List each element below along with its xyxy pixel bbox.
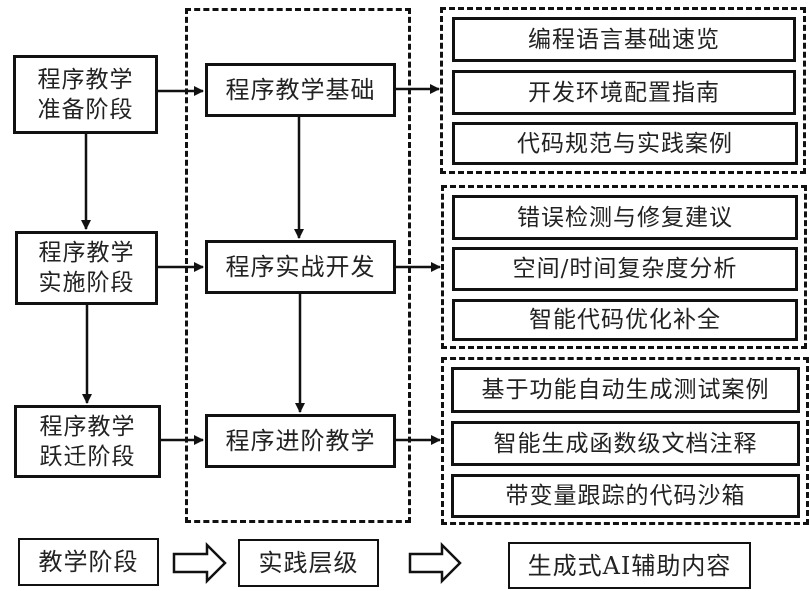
level-basic-label: 程序教学基础 (225, 76, 376, 104)
legend-arrow-2 (408, 541, 462, 585)
stage-impl-label: 程序教学 实施阶段 (38, 240, 135, 296)
levels-container (185, 8, 411, 523)
legend-ai-label: 生成式AI辅助内容 (527, 551, 732, 580)
ai-item: 基于功能自动生成测试案例 (451, 367, 800, 413)
ai-item: 智能代码优化补全 (452, 299, 798, 341)
legend-level-label: 实践层级 (258, 549, 359, 577)
stage-leap: 程序教学 跃迁阶段 (14, 405, 161, 478)
ai-group-2-container (441, 185, 807, 349)
ai-item-label: 错误检测与修复建议 (517, 204, 733, 231)
ai-group-3-container (441, 357, 809, 525)
level-advanced: 程序进阶教学 (205, 414, 396, 468)
legend-stage: 教学阶段 (18, 538, 159, 586)
ai-item-label: 编程语言基础速览 (528, 26, 720, 53)
ai-item: 空间/时间复杂度分析 (452, 247, 798, 291)
level-advanced-label: 程序进阶教学 (225, 427, 376, 455)
ai-item-label: 智能生成函数级文档注释 (493, 430, 758, 457)
legend-stage-label: 教学阶段 (38, 548, 139, 576)
stage-leap-label: 程序教学 跃迁阶段 (39, 413, 136, 470)
ai-item-label: 智能代码优化补全 (529, 307, 721, 333)
level-practice: 程序实战开发 (205, 240, 396, 294)
ai-item-label: 代码规范与实践案例 (517, 130, 733, 157)
legend-arrow-1 (172, 541, 227, 585)
level-practice-label: 程序实战开发 (225, 253, 376, 281)
stage-prep-label: 程序教学 准备阶段 (37, 66, 134, 123)
level-basic: 程序教学基础 (205, 63, 396, 117)
legend-level: 实践层级 (238, 539, 379, 587)
ai-item-label: 基于功能自动生成测试案例 (481, 377, 770, 403)
stage-impl: 程序教学 实施阶段 (15, 231, 158, 305)
ai-group-1-container (440, 7, 806, 174)
legend-ai: 生成式AI辅助内容 (508, 542, 751, 589)
ai-item-label: 开发环境配置指南 (528, 79, 720, 106)
ai-item: 带变量跟踪的代码沙箱 (451, 474, 800, 518)
ai-item: 代码规范与实践案例 (452, 122, 798, 165)
ai-item: 智能生成函数级文档注释 (451, 421, 800, 466)
stage-prep: 程序教学 准备阶段 (13, 55, 158, 134)
ai-item: 错误检测与修复建议 (452, 195, 798, 240)
ai-item: 开发环境配置指南 (452, 70, 796, 115)
ai-item: 编程语言基础速览 (452, 17, 796, 62)
ai-item-label: 空间/时间复杂度分析 (512, 256, 738, 282)
ai-item-label: 带变量跟踪的代码沙箱 (505, 483, 746, 509)
